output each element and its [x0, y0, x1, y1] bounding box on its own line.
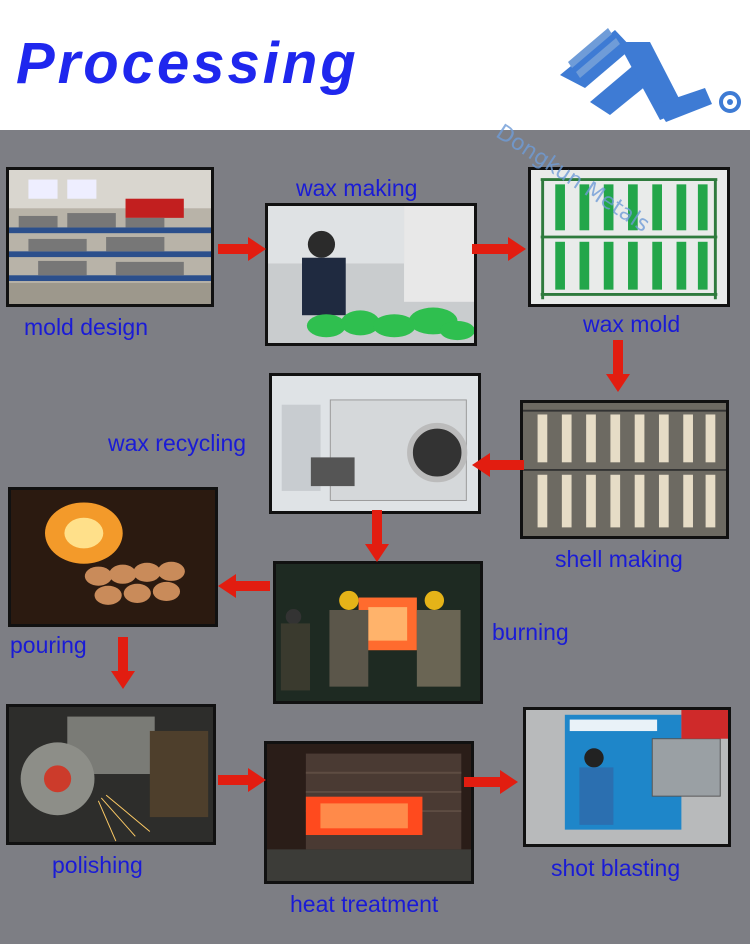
- mold-design-photo: [6, 167, 214, 307]
- wax-mold-photo: [528, 167, 730, 307]
- wax-recycling-photo: [269, 373, 481, 514]
- step-label-heat-treatment: heat treatment: [290, 891, 439, 917]
- arrow-right-icon: [472, 236, 526, 262]
- arrow-left-icon: [218, 573, 270, 599]
- burning-photo: [273, 561, 483, 704]
- step-label-burning: burning: [492, 619, 569, 645]
- arrow-right-icon: [464, 769, 518, 795]
- step-label-wax-mold: wax mold: [583, 311, 681, 337]
- step-label-wax-recycling: wax recycling: [108, 430, 247, 456]
- polishing-photo: [6, 704, 216, 845]
- step-label-shell-making: shell making: [555, 546, 683, 572]
- arrow-right-icon: [218, 767, 266, 793]
- step-label-wax-making: wax making: [296, 175, 418, 201]
- shell-making-photo: [520, 400, 729, 539]
- arrow-down-icon: [605, 340, 631, 392]
- arrow-left-icon: [472, 452, 524, 478]
- pouring-photo: [8, 487, 218, 627]
- heat-treatment-photo: [264, 741, 474, 884]
- step-label-mold-design: mold design: [24, 314, 149, 340]
- step-label-pouring: pouring: [10, 632, 87, 658]
- arrow-down-icon: [110, 637, 136, 689]
- wax-making-photo: [265, 203, 477, 346]
- shot-blasting-photo: [523, 707, 731, 847]
- step-label-polishing: polishing: [52, 852, 143, 878]
- header: Processing: [0, 0, 750, 130]
- step-label-shot-blasting: shot blasting: [551, 855, 681, 881]
- arrow-right-icon: [218, 236, 266, 262]
- page-title: Processing: [16, 31, 359, 96]
- arrow-down-icon: [364, 510, 390, 562]
